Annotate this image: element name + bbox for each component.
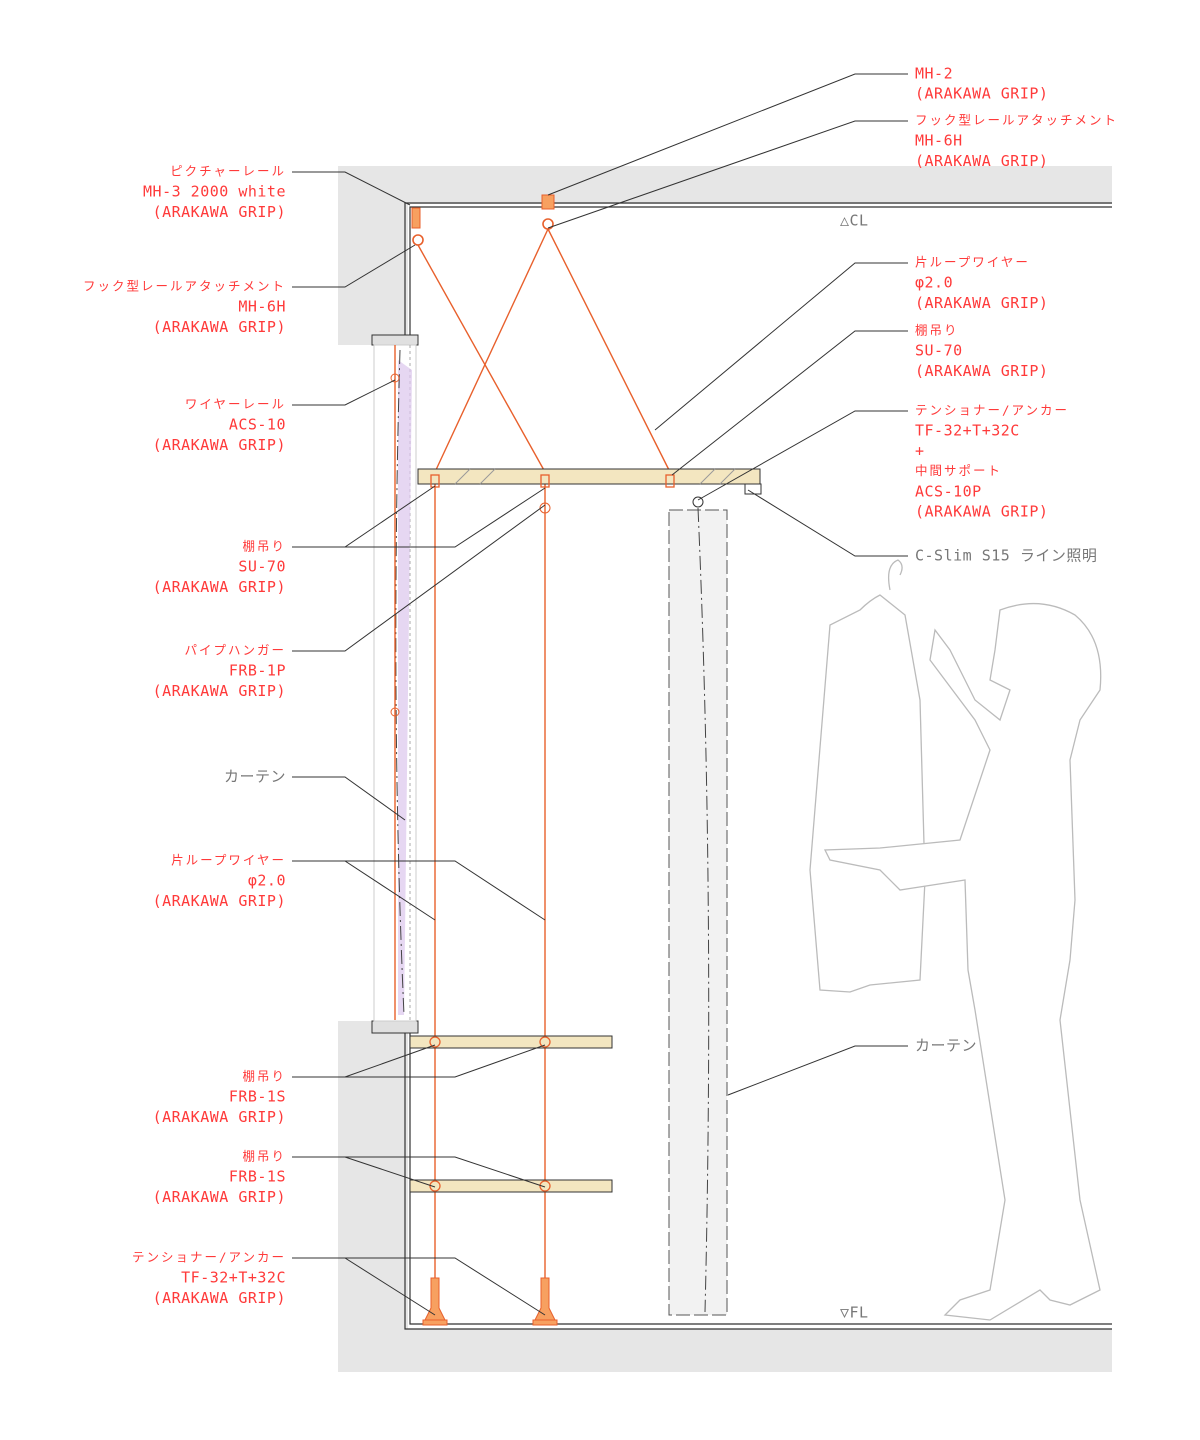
label-line: (ARAKAWA GRIP)	[153, 1289, 286, 1307]
label-line: (ARAKAWA GRIP)	[153, 578, 286, 596]
tensioner-anchors	[422, 1277, 558, 1326]
line-light	[744, 483, 762, 495]
label-line: ワイヤーレール	[185, 397, 286, 412]
right-curtain	[668, 507, 728, 1316]
label-line: MH-3 2000 white	[143, 183, 286, 201]
lower-wall	[338, 1021, 408, 1372]
label-line: 中間サポート	[915, 463, 1002, 478]
ceiling-line	[404, 202, 1112, 345]
label-line: (ARAKAWA GRIP)	[153, 1108, 286, 1126]
right-label-2: 片ループワイヤー φ2.0 (ARAKAWA GRIP)	[915, 255, 1048, 312]
left-label-3: 棚吊り SU-70 (ARAKAWA GRIP)	[153, 539, 286, 596]
label-line: ACS-10	[229, 416, 286, 434]
label-line: (ARAKAWA GRIP)	[915, 85, 1048, 103]
label-line: (ARAKAWA GRIP)	[153, 203, 286, 221]
label-line: +	[915, 442, 925, 460]
label-line: (ARAKAWA GRIP)	[153, 682, 286, 700]
label-line: C-Slim S15 ライン照明	[915, 547, 1097, 565]
label-line: 片ループワイヤー	[915, 255, 1030, 270]
label-line: (ARAKAWA GRIP)	[153, 892, 286, 910]
label-line: (ARAKAWA GRIP)	[153, 436, 286, 454]
label-line: MH-6H	[915, 132, 963, 150]
right-label-5: C-Slim S15 ライン照明	[915, 547, 1097, 565]
label-line: (ARAKAWA GRIP)	[915, 503, 1048, 521]
left-label-7: 棚吊り FRB-1S (ARAKAWA GRIP)	[153, 1069, 286, 1126]
person	[823, 602, 1102, 1321]
lower-shelf-1	[409, 1035, 613, 1049]
left-label-9: テンショナー/アンカー TF-32+T+32C (ARAKAWA GRIP)	[132, 1250, 286, 1307]
label-line: ピクチャーレール	[170, 164, 286, 179]
label-line: φ2.0	[915, 274, 953, 292]
label-line: テンショナー/アンカー	[132, 1250, 286, 1265]
label-line: φ2.0	[248, 872, 286, 890]
floor-level-mark: ▽FL	[840, 1304, 869, 1322]
label-line: (ARAKAWA GRIP)	[915, 362, 1048, 380]
lower-shelf-2	[409, 1179, 613, 1193]
right-label-4: テンショナー/アンカー TF-32+T+32C + 中間サポート ACS-10P (ARA…	[915, 403, 1069, 521]
label-line: TF-32+T+32C	[915, 422, 1020, 440]
upper-shelf	[417, 468, 761, 485]
rail-hook-left	[411, 207, 421, 229]
label-line: 棚吊り	[242, 539, 286, 554]
leader-lines	[292, 73, 908, 1316]
rail-hook-center	[541, 194, 555, 210]
left-label-0: ピクチャーレール MH-3 2000 white (ARAKAWA GRIP)	[143, 164, 286, 221]
ceiling-slab	[338, 166, 1112, 204]
floor-line	[404, 1021, 1112, 1330]
label-line: 棚吊り	[242, 1149, 286, 1164]
label-line: カーテン	[224, 768, 286, 786]
right-label-1: フック型レールアタッチメント MH-6H (ARAKAWA GRIP)	[915, 113, 1118, 170]
pipe-hanger	[539, 502, 551, 514]
floor-slab	[338, 1329, 1112, 1372]
label-line: フック型レールアタッチメント	[83, 279, 286, 294]
label-line: 棚吊り	[242, 1069, 286, 1084]
label-line: MH-2	[915, 65, 953, 83]
label-line: (ARAKAWA GRIP)	[153, 318, 286, 336]
label-line: パイプハンガー	[184, 643, 286, 658]
hanger	[887, 559, 903, 591]
right-label-3: 棚吊り SU-70 (ARAKAWA GRIP)	[915, 323, 1048, 380]
label-line: SU-70	[915, 342, 963, 360]
curtain-rail-box	[371, 334, 419, 1034]
left-label-8: 棚吊り FRB-1S (ARAKAWA GRIP)	[153, 1149, 286, 1206]
upper-wall	[338, 166, 408, 345]
label-line: SU-70	[238, 558, 286, 576]
person-with-coat	[809, 559, 1102, 1321]
left-label-5: カーテン	[224, 768, 286, 786]
label-line: MH-6H	[238, 298, 286, 316]
left-label-2: ワイヤーレール ACS-10 (ARAKAWA GRIP)	[153, 397, 286, 454]
label-line: TF-32+T+32C	[181, 1269, 286, 1287]
coat	[809, 594, 926, 993]
label-line: 片ループワイヤー	[171, 853, 286, 868]
label-line: 棚吊り	[915, 323, 959, 338]
left-label-1: フック型レールアタッチメント MH-6H (ARAKAWA GRIP)	[83, 279, 286, 336]
right-label-0: MH-2 (ARAKAWA GRIP)	[915, 65, 1048, 103]
hanging-system	[409, 194, 762, 1326]
label-line: FRB-1S	[229, 1168, 286, 1186]
label-line: ACS-10P	[915, 482, 982, 500]
label-line: (ARAKAWA GRIP)	[915, 152, 1048, 170]
label-line: フック型レールアタッチメント	[915, 113, 1118, 128]
left-label-4: パイプハンガー FRB-1P (ARAKAWA GRIP)	[153, 643, 286, 700]
right-label-6: カーテン	[915, 1037, 977, 1055]
ceiling-level-mark: △CL	[840, 212, 869, 230]
label-line: カーテン	[915, 1037, 977, 1055]
label-line: (ARAKAWA GRIP)	[915, 294, 1048, 312]
label-line: FRB-1P	[229, 662, 286, 680]
label-line: テンショナー/アンカー	[915, 403, 1069, 418]
left-label-6: 片ループワイヤー φ2.0 (ARAKAWA GRIP)	[153, 853, 286, 910]
label-line: FRB-1S	[229, 1088, 286, 1106]
left-curtain	[398, 360, 412, 1015]
label-line: (ARAKAWA GRIP)	[153, 1188, 286, 1206]
